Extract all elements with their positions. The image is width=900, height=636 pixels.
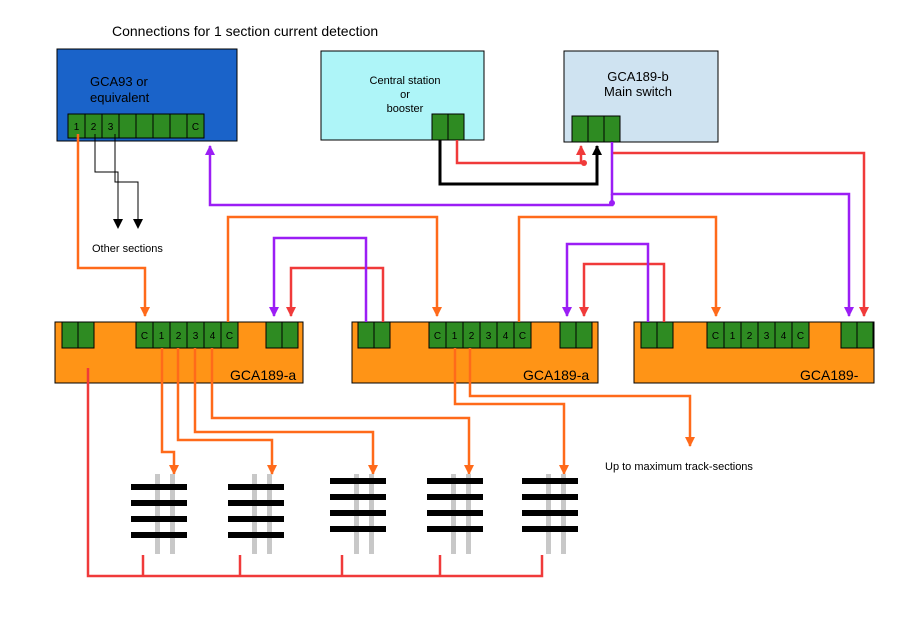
gca93-label-line2: equivalent <box>90 90 150 105</box>
gca93-terminal-1: 1 <box>67 113 86 139</box>
central-station-line2: or <box>400 89 410 101</box>
gca93-terminal-6 <box>152 113 171 139</box>
main-switch-terminals <box>571 115 621 143</box>
track-5 <box>522 474 578 554</box>
track-4 <box>427 474 483 554</box>
board-3-terminal-3: 2 <box>740 321 759 349</box>
board-2-terminal-6: C <box>513 321 532 349</box>
gca93-terminal-4 <box>118 113 137 139</box>
board-1-terminal-3: 2 <box>169 321 188 349</box>
central-station-terminals <box>431 113 465 141</box>
red-wires <box>86 140 869 578</box>
board-2-terminal-2: 1 <box>445 321 464 349</box>
board-1-label: GCA189-a <box>230 367 296 383</box>
diagram-title: Connections for 1 section current detect… <box>112 23 378 39</box>
board-3-terminal-5: 4 <box>774 321 793 349</box>
board-3-terminal-label-2: 1 <box>730 331 736 342</box>
board-1-terminal-label-4: 3 <box>193 331 199 342</box>
gca93-terminal-label-3: 3 <box>108 122 114 133</box>
board-1-terminal-1: C <box>135 321 154 349</box>
board-2-terminal-label-4: 3 <box>486 331 492 342</box>
track-1 <box>131 474 187 554</box>
board-1-terminal-4: 3 <box>186 321 205 349</box>
board-2-terminal-3: 2 <box>462 321 481 349</box>
gca93-terminal-7 <box>169 113 188 139</box>
track-3 <box>330 474 386 554</box>
board-1-terminal-6: C <box>220 321 239 349</box>
main-switch-line1: GCA189-b <box>607 69 668 84</box>
gca93-terminal-5 <box>135 113 154 139</box>
board-1-terminal-label-1: C <box>141 331 148 342</box>
board-1-terminal-label-3: 2 <box>176 331 182 342</box>
main-switch-line2: Main switch <box>604 84 672 99</box>
board-1-terminal-5: 4 <box>203 321 222 349</box>
board-1-terminal-2: 1 <box>152 321 171 349</box>
board-2-terminal-label-1: C <box>434 331 441 342</box>
black-wires <box>94 134 143 229</box>
black-power-wire <box>438 140 602 186</box>
board-3-terminal-label-6: C <box>797 331 804 342</box>
gca93-terminal-label-2: 2 <box>91 122 97 133</box>
board-2-label: GCA189-a <box>523 367 589 383</box>
gca93-terminal-2: 2 <box>84 113 103 139</box>
board-2-terminal-label-5: 4 <box>503 331 509 342</box>
board-3-terminal-label-5: 4 <box>781 331 787 342</box>
main-switch-module: GCA189-b Main switch <box>563 50 719 143</box>
board-2-terminal-label-2: 1 <box>452 331 458 342</box>
max-sections-label: Up to maximum track-sections <box>605 461 753 473</box>
other-sections-label: Other sections <box>92 243 163 255</box>
orange-wires <box>76 134 721 475</box>
central-station-line1: Central station <box>370 75 441 87</box>
board-1-terminal-label-6: C <box>226 331 233 342</box>
gca93-terminal-label-8: C <box>192 122 199 133</box>
purple-wires <box>205 142 854 322</box>
board-3-terminal-label-3: 2 <box>747 331 753 342</box>
central-station-module: Central station or booster <box>320 50 485 141</box>
board-1-terminal-label-2: 1 <box>159 331 165 342</box>
board-2-terminal-label-6: C <box>519 331 526 342</box>
gca93-terminal-8: C <box>186 113 205 139</box>
gca93-terminal-label-1: 1 <box>74 122 80 133</box>
board-3-terminal-label-1: C <box>712 331 719 342</box>
board-3-terminal-6: C <box>791 321 810 349</box>
board-3-terminal-label-4: 3 <box>764 331 770 342</box>
gca93-terminal-3: 3 <box>101 113 120 139</box>
board-2-terminal-1: C <box>428 321 447 349</box>
board-2-terminal-5: 4 <box>496 321 515 349</box>
board-3-label: GCA189- <box>800 367 859 383</box>
board-3-terminal-1: C <box>706 321 725 349</box>
central-station-line3: booster <box>387 103 424 115</box>
gca93-label-line1: GCA93 or <box>90 74 148 89</box>
board-3-terminal-4: 3 <box>757 321 776 349</box>
board-2-terminal-label-3: 2 <box>469 331 475 342</box>
board-2-terminal-4: 3 <box>479 321 498 349</box>
board-3-terminal-2: 1 <box>723 321 742 349</box>
track-2 <box>228 474 284 554</box>
board-1-terminal-label-5: 4 <box>210 331 216 342</box>
